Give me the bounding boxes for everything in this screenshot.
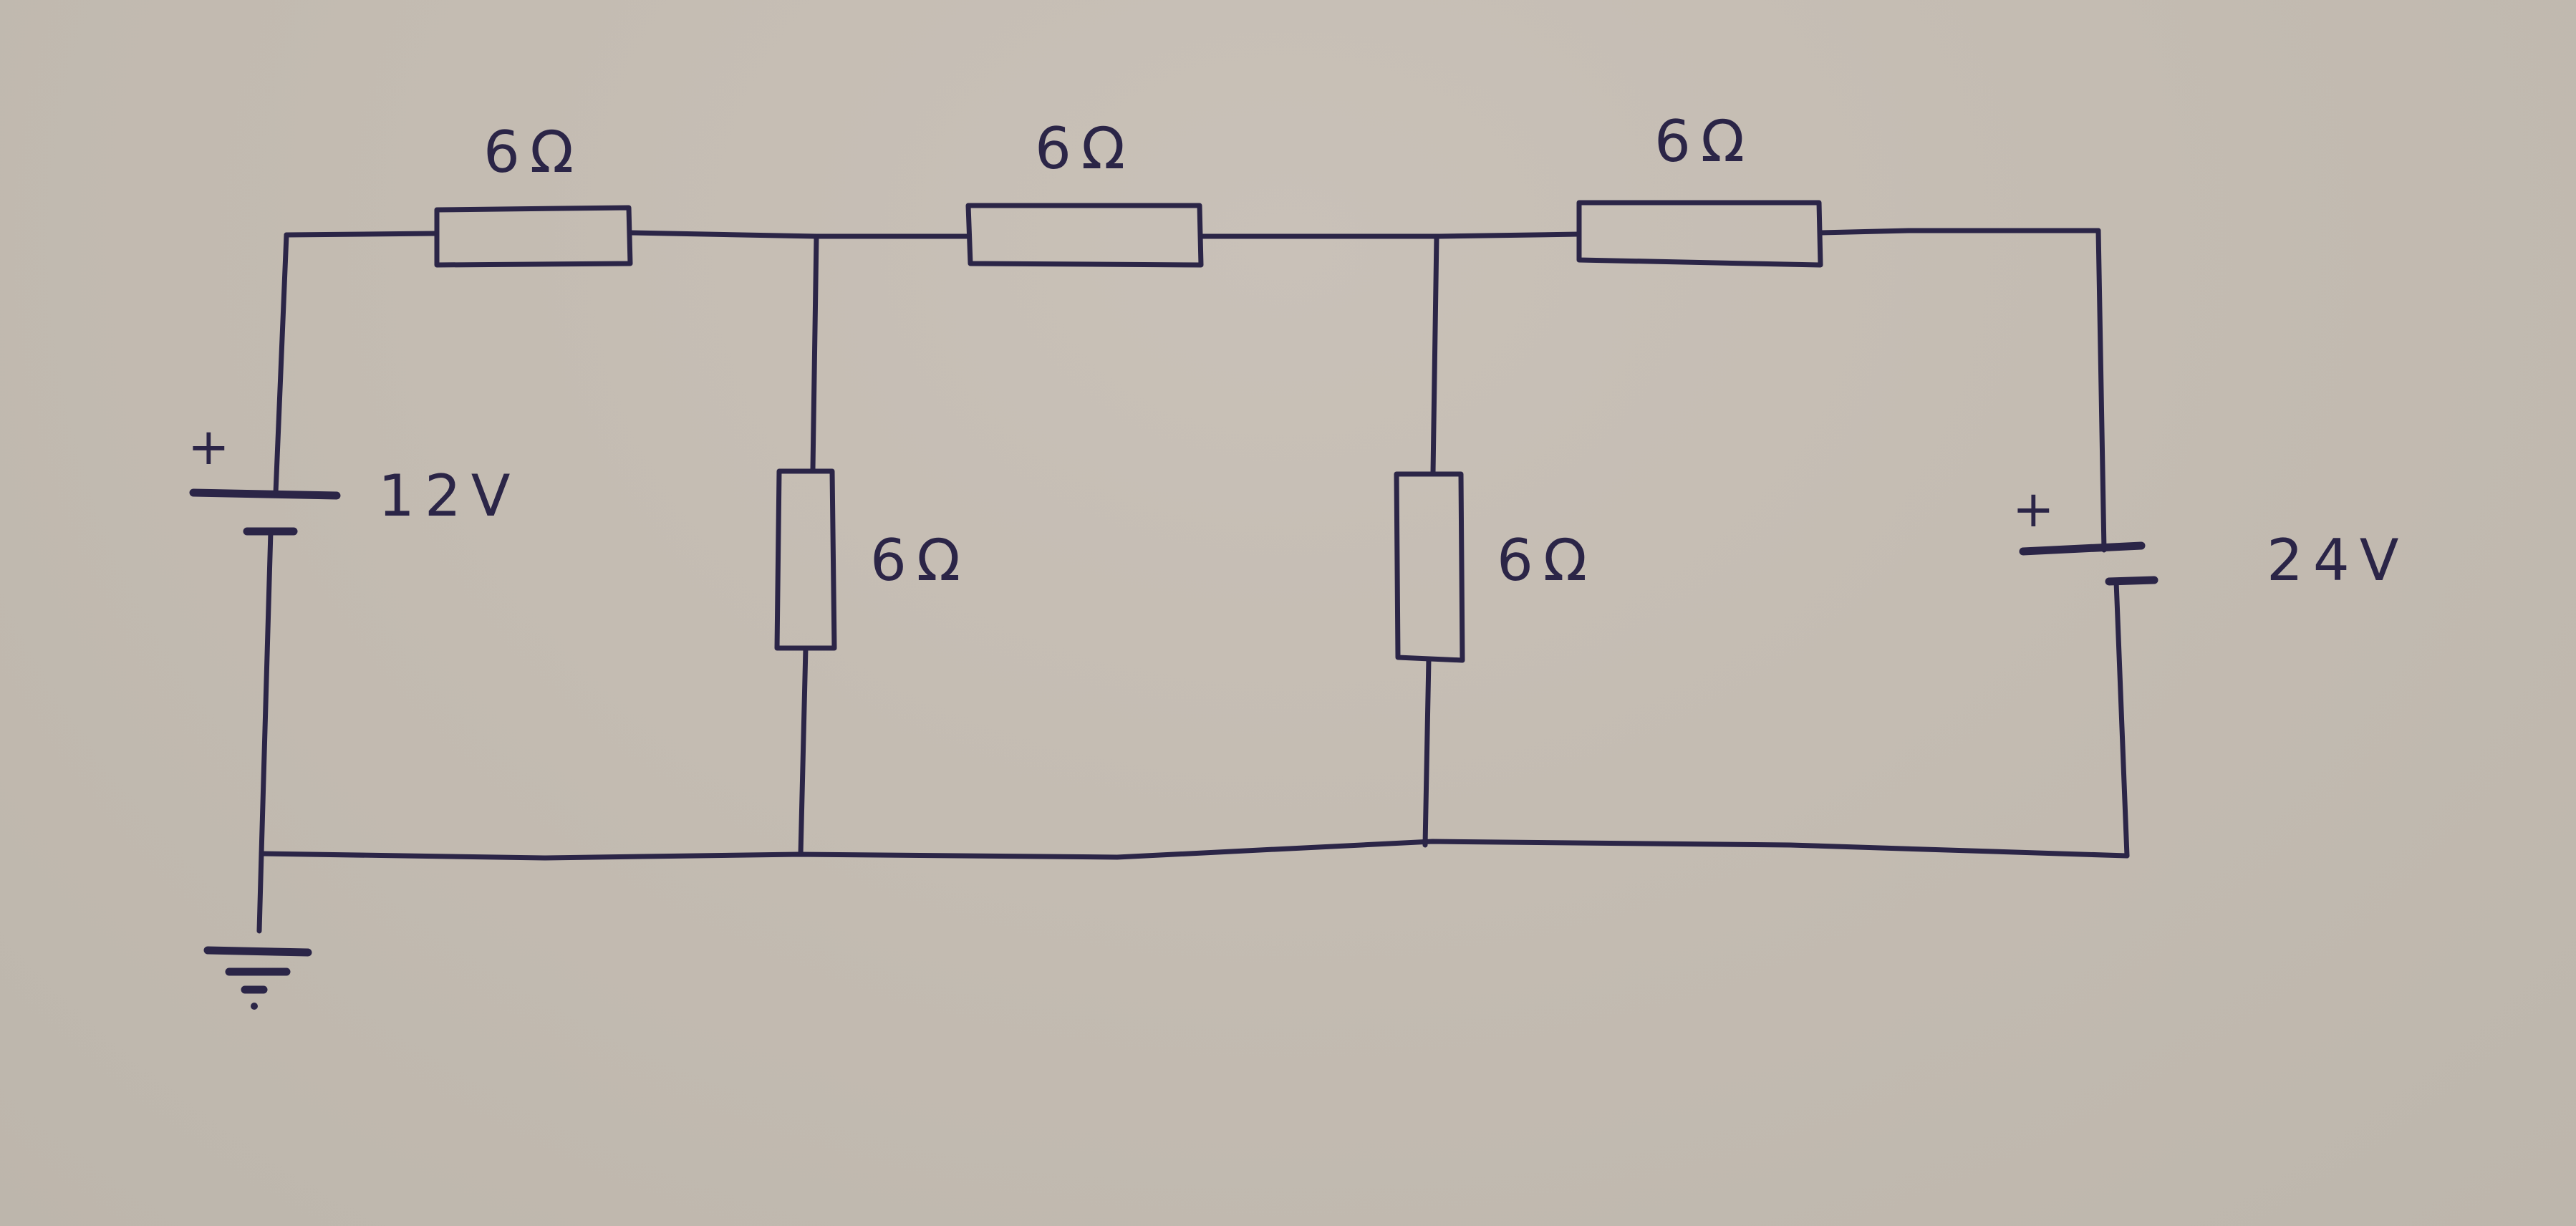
top-wire [284, 228, 2101, 239]
battery-24v-icon [2019, 541, 2158, 586]
left-wire [256, 232, 289, 934]
ground-icon [203, 946, 312, 1010]
resistor-r2 [965, 203, 1204, 268]
battery-12v-icon [189, 488, 341, 536]
node-a-wire [798, 233, 819, 857]
resistor-r3 [1576, 200, 1823, 268]
label-12v: 12V [378, 463, 521, 529]
right-wire [2095, 228, 2130, 859]
label-r4: 6Ω [870, 527, 970, 594]
resistor-r4 [774, 468, 837, 651]
resistor-r5 [1394, 471, 1465, 663]
label-r1: 6Ω [483, 119, 584, 185]
label-r5: 6Ω [1497, 527, 1597, 594]
plus-sign-24v: + [2012, 480, 2055, 539]
label-24v: 24V [2267, 527, 2409, 594]
label-r2: 6Ω [1035, 115, 1135, 182]
label-r3: 6Ω [1654, 108, 1755, 175]
bottom-wire [259, 839, 2130, 861]
plus-sign-12v: + [188, 417, 230, 476]
resistor-r1 [434, 205, 633, 268]
node-b-wire [1422, 233, 1439, 848]
